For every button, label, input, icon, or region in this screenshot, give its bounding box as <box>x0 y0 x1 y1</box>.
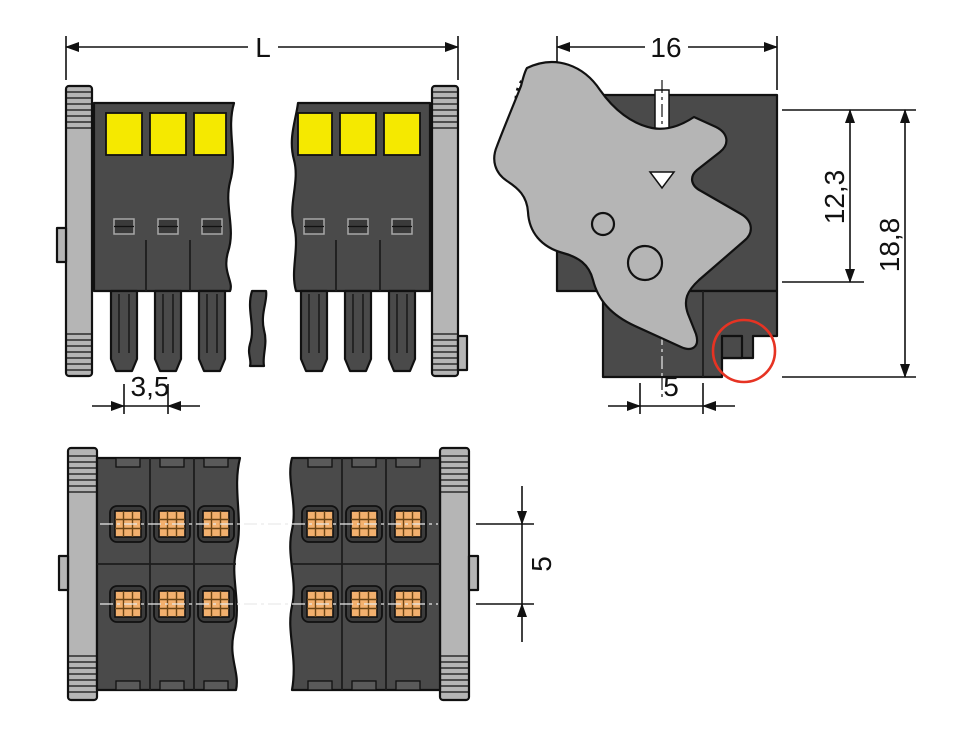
push-button <box>149 112 187 156</box>
highlight-circle <box>711 318 777 384</box>
lever-hole <box>590 211 616 237</box>
dimension-front-width: L <box>65 32 459 80</box>
dim-label-height-to-latch: 12,3 <box>819 170 850 225</box>
dim-label-front-width: L <box>255 32 271 63</box>
lever-triangle-mark <box>648 171 676 190</box>
push-button <box>297 112 333 156</box>
push-button <box>105 112 143 156</box>
front-left-lever <box>64 84 94 378</box>
side-view: 16 12,3 18,8 5 <box>493 32 916 414</box>
locking-lever <box>493 60 752 350</box>
dim-label-side-width: 16 <box>650 32 681 63</box>
front-left-lever-tab <box>55 226 68 264</box>
push-button <box>383 112 421 156</box>
dim-label-total-height: 18,8 <box>874 218 905 273</box>
bottom-right-strip-tab <box>467 554 480 592</box>
bottom-view: 5 <box>57 446 557 702</box>
push-button <box>193 112 227 156</box>
dimension-height-to-latch: 12,3 <box>782 109 916 283</box>
lever-pivot <box>626 244 664 282</box>
front-view: L 3,5 <box>55 32 469 414</box>
torn-foot <box>247 289 268 368</box>
bottom-housing-right <box>289 456 442 692</box>
dim-label-pin-length: 5 <box>663 371 679 402</box>
dim-label-row-spacing: 5 <box>526 556 557 572</box>
bottom-left-strip-tab <box>57 554 70 592</box>
dimension-pin-length: 5 <box>608 371 735 414</box>
latch-pin <box>720 334 744 360</box>
bottom-housing-left <box>95 456 242 692</box>
push-button <box>339 112 377 156</box>
dimension-pole-pitch: 3,5 <box>92 371 200 414</box>
dimension-total-height: 18,8 <box>782 109 916 378</box>
front-right-lever <box>430 84 460 378</box>
dim-label-pole-pitch: 3,5 <box>131 371 170 402</box>
front-right-lever-tab <box>456 334 469 372</box>
dimension-side-width: 16 <box>556 32 778 90</box>
dimension-row-spacing: 5 <box>476 486 557 642</box>
